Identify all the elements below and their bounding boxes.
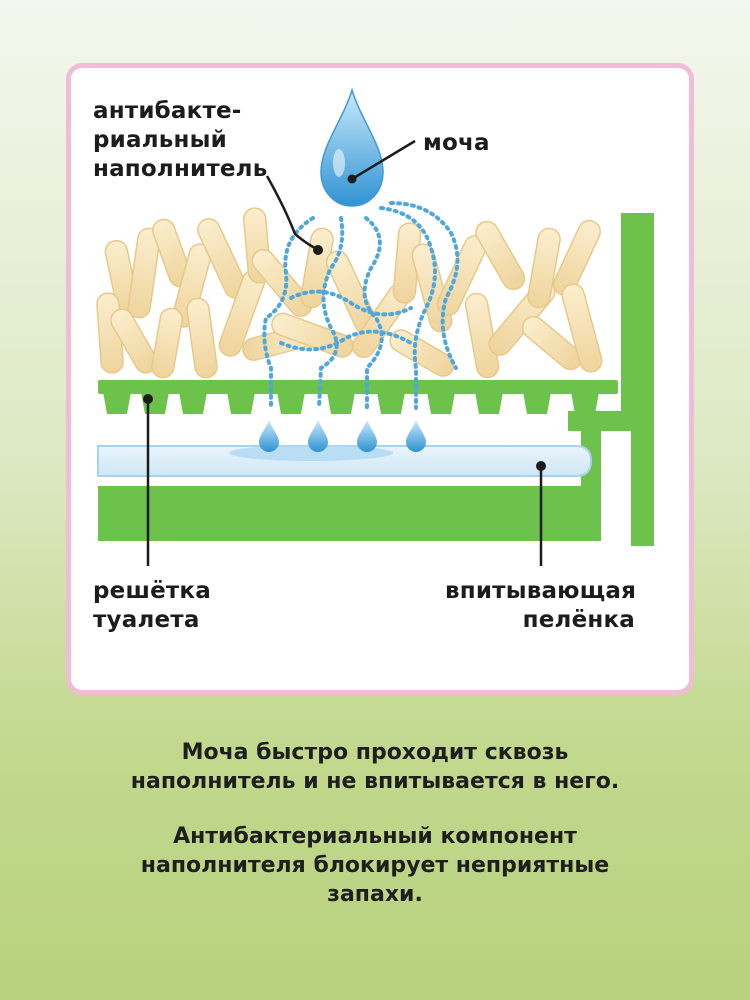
small-drops bbox=[259, 420, 426, 452]
absorbent-pad bbox=[97, 445, 593, 477]
leader-lines bbox=[146, 139, 543, 566]
urine-leader-line bbox=[351, 139, 416, 181]
urine-label: моча bbox=[423, 130, 490, 156]
tray-body bbox=[98, 213, 654, 546]
leader-dots bbox=[143, 245, 546, 471]
filler-leader-line bbox=[265, 175, 316, 250]
caption-urine-passes: Моча быстро проходит сквозь наполнитель … bbox=[130, 740, 620, 794]
filler-label: антибакте- риальный наполнитель bbox=[93, 98, 268, 182]
pad-label: впитывающая пелёнка bbox=[445, 578, 637, 633]
grate-label: решётка туалета bbox=[93, 578, 211, 633]
diagram-panel: антибакте- риальный наполнитель моча реш… bbox=[66, 63, 694, 695]
filler-pellets bbox=[96, 207, 603, 379]
urine-drop bbox=[320, 87, 384, 207]
urine-flow-path bbox=[262, 201, 460, 410]
litter-tray-diagram bbox=[96, 87, 654, 566]
toilet-grate bbox=[98, 380, 618, 414]
caption-antibacterial: Антибактериальный компонент наполнителя … bbox=[140, 824, 610, 907]
